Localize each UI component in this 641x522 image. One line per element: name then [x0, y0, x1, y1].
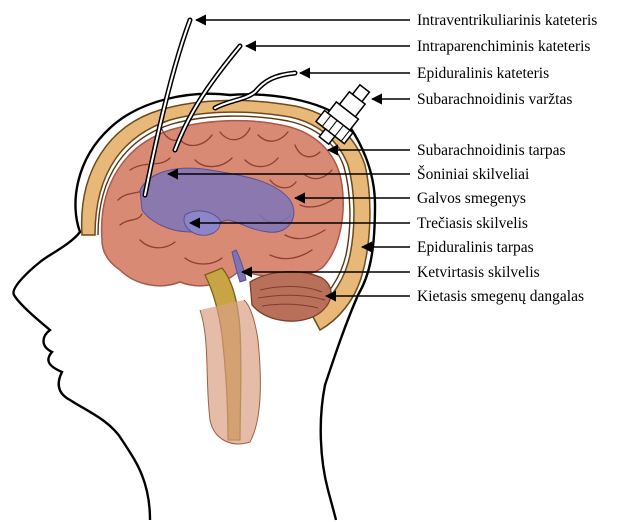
label-subarachnoid-space: Subarachnoidinis tarpas [417, 142, 566, 159]
neck-tissue [200, 300, 260, 444]
label-lateral-ventricles: Šoniniai skilveliai [417, 166, 530, 183]
label-epidural-space: Epiduralinis tarpas [417, 239, 534, 256]
label-epidural-catheter: Epiduralinis kateteris [417, 65, 549, 82]
label-intraparenchymal-catheter: Intraparenchiminis kateteris [417, 38, 590, 55]
cerebellum [250, 272, 331, 322]
labels: Intraventrikuliarinis kateteris Intrapar… [417, 12, 597, 305]
label-third-ventricle: Trečiasis skilvelis [417, 215, 528, 232]
label-intraventricular-catheter: Intraventrikuliarinis kateteris [417, 12, 597, 29]
label-fourth-ventricle: Ketvirtasis skilvelis [417, 264, 540, 281]
label-subarachnoid-bolt: Subarachnoidinis varžtas [417, 91, 572, 108]
label-dura-mater: Kietasis smegenų dangalas [417, 288, 584, 305]
label-brain: Galvos smegenys [417, 190, 526, 207]
